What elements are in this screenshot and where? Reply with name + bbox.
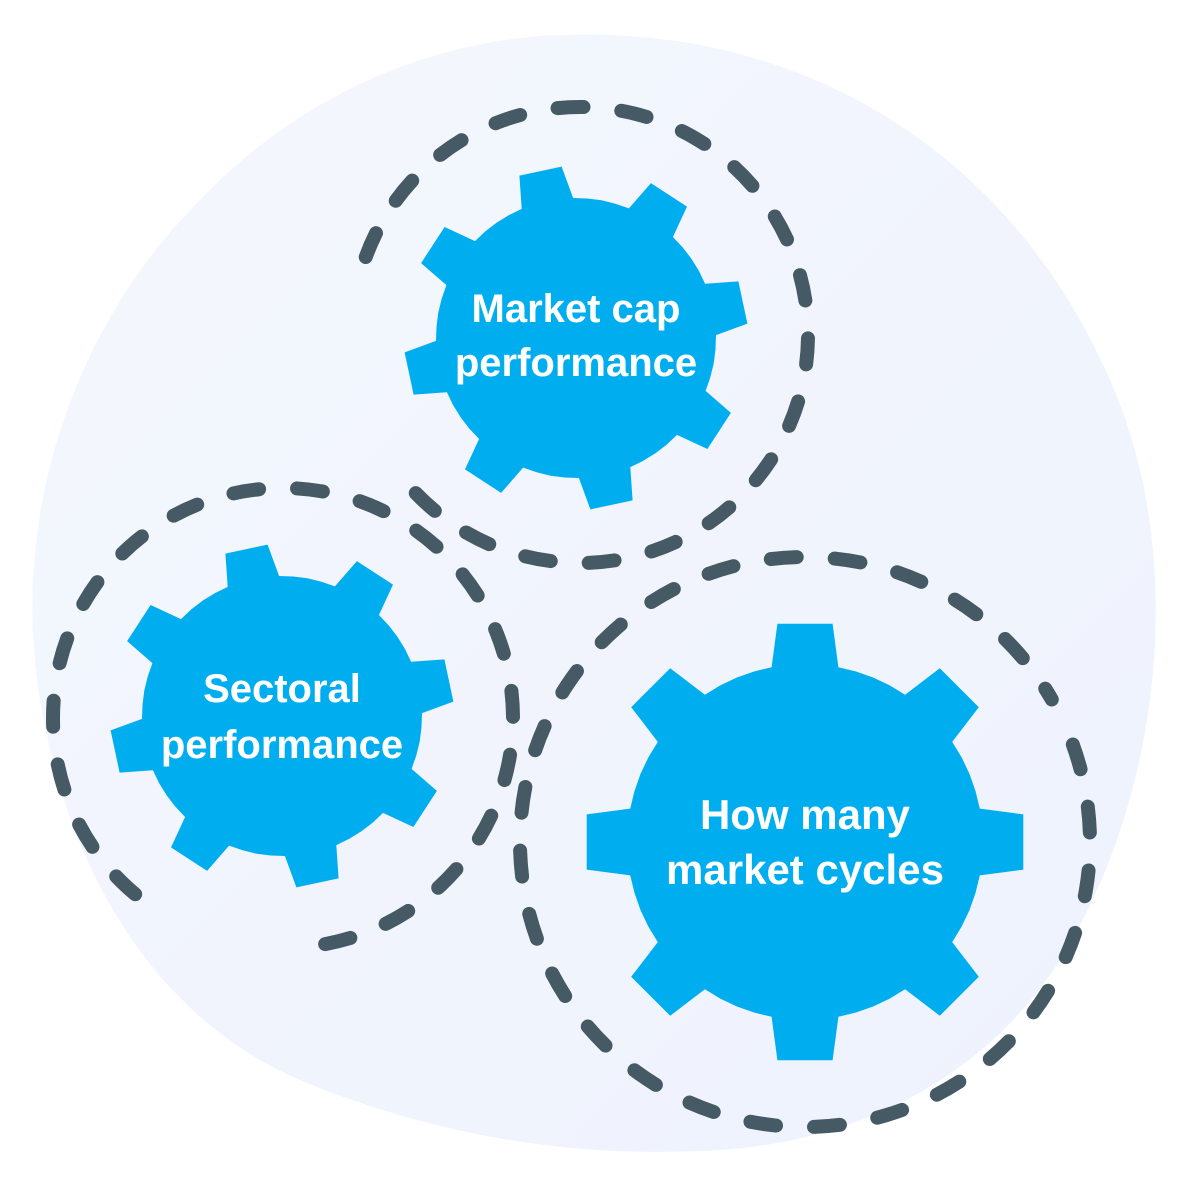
gear-label-market-cycles-line1: How many: [700, 791, 911, 838]
gear-label-sectoral-line2: performance: [161, 723, 403, 767]
gear-icon-market-cap: [404, 166, 748, 510]
dashed-ring-market-cycles: [512, 549, 1097, 1134]
gear-icon-market-cycles: [586, 623, 1024, 1061]
gear-label-market-cap-line2: performance: [455, 341, 697, 385]
gear-label-sectoral-line1: Sectoral: [203, 667, 361, 711]
dashed-ring-sectoral: [46, 481, 520, 952]
gear-label-market-cycles-line2: market cycles: [666, 846, 944, 893]
gear-label-market-cap-line1: Market cap: [472, 287, 681, 331]
gear-icon-sectoral: [110, 544, 454, 888]
dashed-ring-market-cap: [358, 100, 815, 570]
